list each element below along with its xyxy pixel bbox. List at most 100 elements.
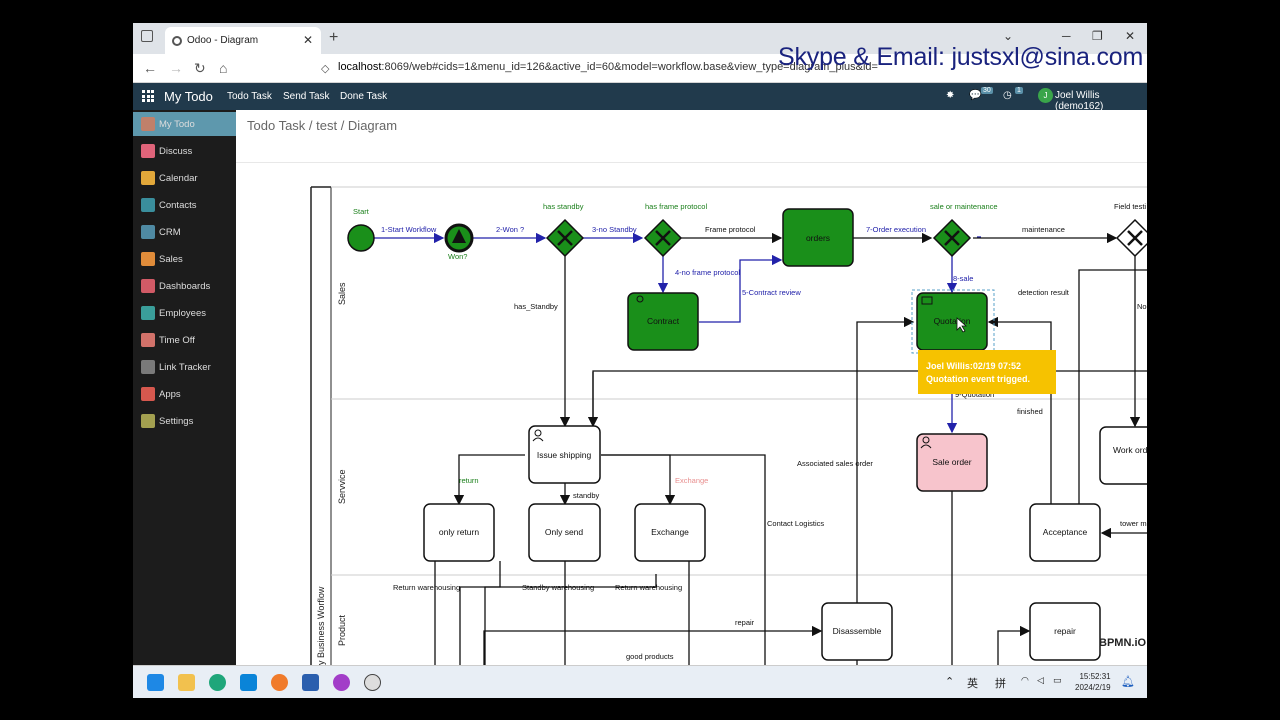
sidebar-item-employees[interactable]: Employees bbox=[133, 301, 236, 325]
app-name[interactable]: My Todo bbox=[164, 89, 213, 104]
sidebar-item-settings[interactable]: Settings bbox=[133, 409, 236, 433]
sidebar-item-link-tracker[interactable]: Link Tracker bbox=[133, 355, 236, 379]
task-only-return[interactable] bbox=[423, 503, 495, 562]
sidebar-item-apps[interactable]: Apps bbox=[133, 382, 236, 406]
gateway-label: has frame protocol bbox=[645, 202, 707, 211]
tab-title: Odoo - Diagram bbox=[187, 35, 259, 46]
minimize-icon[interactable]: ─ bbox=[1062, 29, 1071, 43]
task-sale-order[interactable] bbox=[916, 433, 988, 492]
skype-icon[interactable] bbox=[240, 674, 257, 691]
task-work-order-label: Work ord inspectio bbox=[1113, 445, 1147, 455]
new-tab-button[interactable]: + bbox=[329, 29, 339, 46]
sidebar-item-label: Dashboards bbox=[159, 281, 211, 292]
gateway-has-standby[interactable] bbox=[545, 218, 585, 258]
start-event[interactable] bbox=[347, 224, 375, 252]
word-icon[interactable] bbox=[302, 674, 319, 691]
messages-badge: 30 bbox=[981, 87, 993, 94]
navigation-bar: ← → ↻ ⌂ ◇ localhost:8069/web#cids=1&menu… bbox=[133, 54, 1147, 83]
notification-bell-icon[interactable]: 🔔︎ bbox=[1121, 676, 1135, 688]
flow-label: Exchange bbox=[675, 476, 708, 485]
tab-list-icon[interactable]: ⌄ bbox=[1003, 29, 1014, 43]
sidebar-item-label: Contacts bbox=[159, 200, 197, 211]
sidebar-item-discuss[interactable]: Discuss bbox=[133, 139, 236, 163]
sidebar-item-label: Discuss bbox=[159, 146, 193, 157]
sidebar: My Todo Discuss Calendar Contacts CRM Sa… bbox=[133, 110, 236, 698]
task-acceptance[interactable] bbox=[1029, 503, 1101, 562]
volume-icon[interactable]: ◁ bbox=[1037, 675, 1044, 685]
task-work-order[interactable] bbox=[1099, 426, 1147, 485]
gateway-sale-or-maintenance[interactable] bbox=[932, 218, 972, 258]
start-button-icon[interactable] bbox=[147, 674, 164, 691]
audio-app-icon[interactable] bbox=[333, 674, 350, 691]
back-icon[interactable]: ← bbox=[143, 60, 157, 76]
network-icon[interactable]: ◠ bbox=[1021, 675, 1029, 685]
menu-send-task[interactable]: Send Task bbox=[283, 91, 330, 102]
bug-icon[interactable]: ✸ bbox=[946, 90, 955, 101]
input-method[interactable]: 拼 bbox=[995, 678, 1006, 690]
firefox-icon[interactable] bbox=[271, 674, 288, 691]
home-icon[interactable]: ⌂ bbox=[219, 60, 228, 76]
sidebar-item-crm[interactable]: CRM bbox=[133, 220, 236, 244]
user-menu[interactable]: Joel Willis (demo162) bbox=[1055, 90, 1104, 112]
sidebar-item-label: My Todo bbox=[159, 119, 195, 130]
sidebar-item-label: Link Tracker bbox=[159, 362, 211, 373]
tab-actions-icon[interactable] bbox=[141, 30, 153, 42]
close-tab-icon[interactable]: ✕ bbox=[302, 33, 313, 47]
task-sale-order-label: Sale order bbox=[932, 457, 971, 467]
task-only-send[interactable] bbox=[528, 503, 601, 562]
shield-icon[interactable]: ◇ bbox=[321, 63, 330, 75]
task-exchange[interactable] bbox=[634, 503, 706, 562]
gateway-field-testing[interactable] bbox=[1115, 218, 1147, 258]
sidebar-item-time-off[interactable]: Time Off bbox=[133, 328, 236, 352]
black-flows bbox=[434, 232, 1147, 665]
forward-icon[interactable]: → bbox=[169, 60, 183, 76]
link-tracker-icon bbox=[141, 360, 155, 374]
menu-todo-task[interactable]: Todo Task bbox=[227, 91, 272, 102]
battery-icon[interactable]: ▭ bbox=[1053, 675, 1062, 685]
app-icon[interactable] bbox=[364, 674, 381, 691]
input-lang[interactable]: 英 bbox=[967, 678, 978, 690]
bpmn-diagram[interactable]: y Business Worflow Sales Servvice Produc… bbox=[236, 110, 1147, 665]
sidebar-item-my-todo[interactable]: My Todo bbox=[133, 112, 236, 136]
gateway-label: sale or maintenance bbox=[930, 202, 998, 211]
flow-label: 5-Contract review bbox=[742, 288, 801, 297]
task-only-send-label: Only send bbox=[545, 527, 584, 537]
task-disassemble[interactable] bbox=[821, 602, 893, 661]
task-issue-shipping[interactable] bbox=[528, 425, 601, 484]
close-window-icon[interactable]: ✕ bbox=[1125, 29, 1136, 43]
flow-label: return bbox=[459, 476, 479, 485]
user-avatar[interactable]: J bbox=[1038, 88, 1053, 103]
app-menu-grid-icon[interactable] bbox=[142, 90, 154, 102]
messages-icon[interactable]: 💬 bbox=[969, 90, 982, 101]
task-issue-shipping-label: Issue shipping bbox=[537, 450, 592, 460]
user-icons bbox=[532, 295, 932, 449]
tray-chevron-icon[interactable]: ⌃ bbox=[945, 676, 955, 688]
lane-label-product: Product bbox=[337, 614, 347, 646]
reload-icon[interactable]: ↻ bbox=[194, 60, 206, 76]
sidebar-item-calendar[interactable]: Calendar bbox=[133, 166, 236, 190]
task-quotation-label: Quotation bbox=[934, 316, 971, 326]
restore-icon[interactable]: ❐ bbox=[1092, 29, 1103, 43]
sidebar-item-contacts[interactable]: Contacts bbox=[133, 193, 236, 217]
sidebar-item-sales[interactable]: Sales bbox=[133, 247, 236, 271]
clock-time: 15:52:31 bbox=[1079, 672, 1111, 681]
flow-label: 9-Quotation bbox=[955, 390, 994, 399]
activities-icon[interactable]: ◷ bbox=[1003, 90, 1012, 101]
flow-label: has_Standby bbox=[514, 302, 558, 311]
gateway-frame-protocol[interactable] bbox=[643, 218, 683, 258]
task-contract[interactable] bbox=[627, 292, 699, 351]
clock[interactable]: 15:52:31 2024/2/19 bbox=[1075, 671, 1111, 693]
tooltip-line1: Joel Willis:02/19 07:52 bbox=[926, 361, 1021, 371]
won-label: Won? bbox=[448, 252, 467, 261]
apps-icon bbox=[141, 387, 155, 401]
task-repair[interactable] bbox=[1029, 602, 1101, 661]
file-explorer-icon[interactable] bbox=[178, 674, 195, 691]
url-bar[interactable]: localhost:8069/web#cids=1&menu_id=126&ac… bbox=[338, 61, 888, 73]
flow-label: 8-sale bbox=[953, 274, 973, 283]
start-label: Start bbox=[353, 207, 370, 216]
browser-tab[interactable]: Odoo - Diagram ✕ bbox=[165, 27, 321, 54]
sidebar-item-dashboards[interactable]: Dashboards bbox=[133, 274, 236, 298]
task-orders[interactable] bbox=[782, 208, 854, 267]
edge-icon[interactable] bbox=[209, 674, 226, 691]
menu-done-task[interactable]: Done Task bbox=[340, 91, 388, 102]
